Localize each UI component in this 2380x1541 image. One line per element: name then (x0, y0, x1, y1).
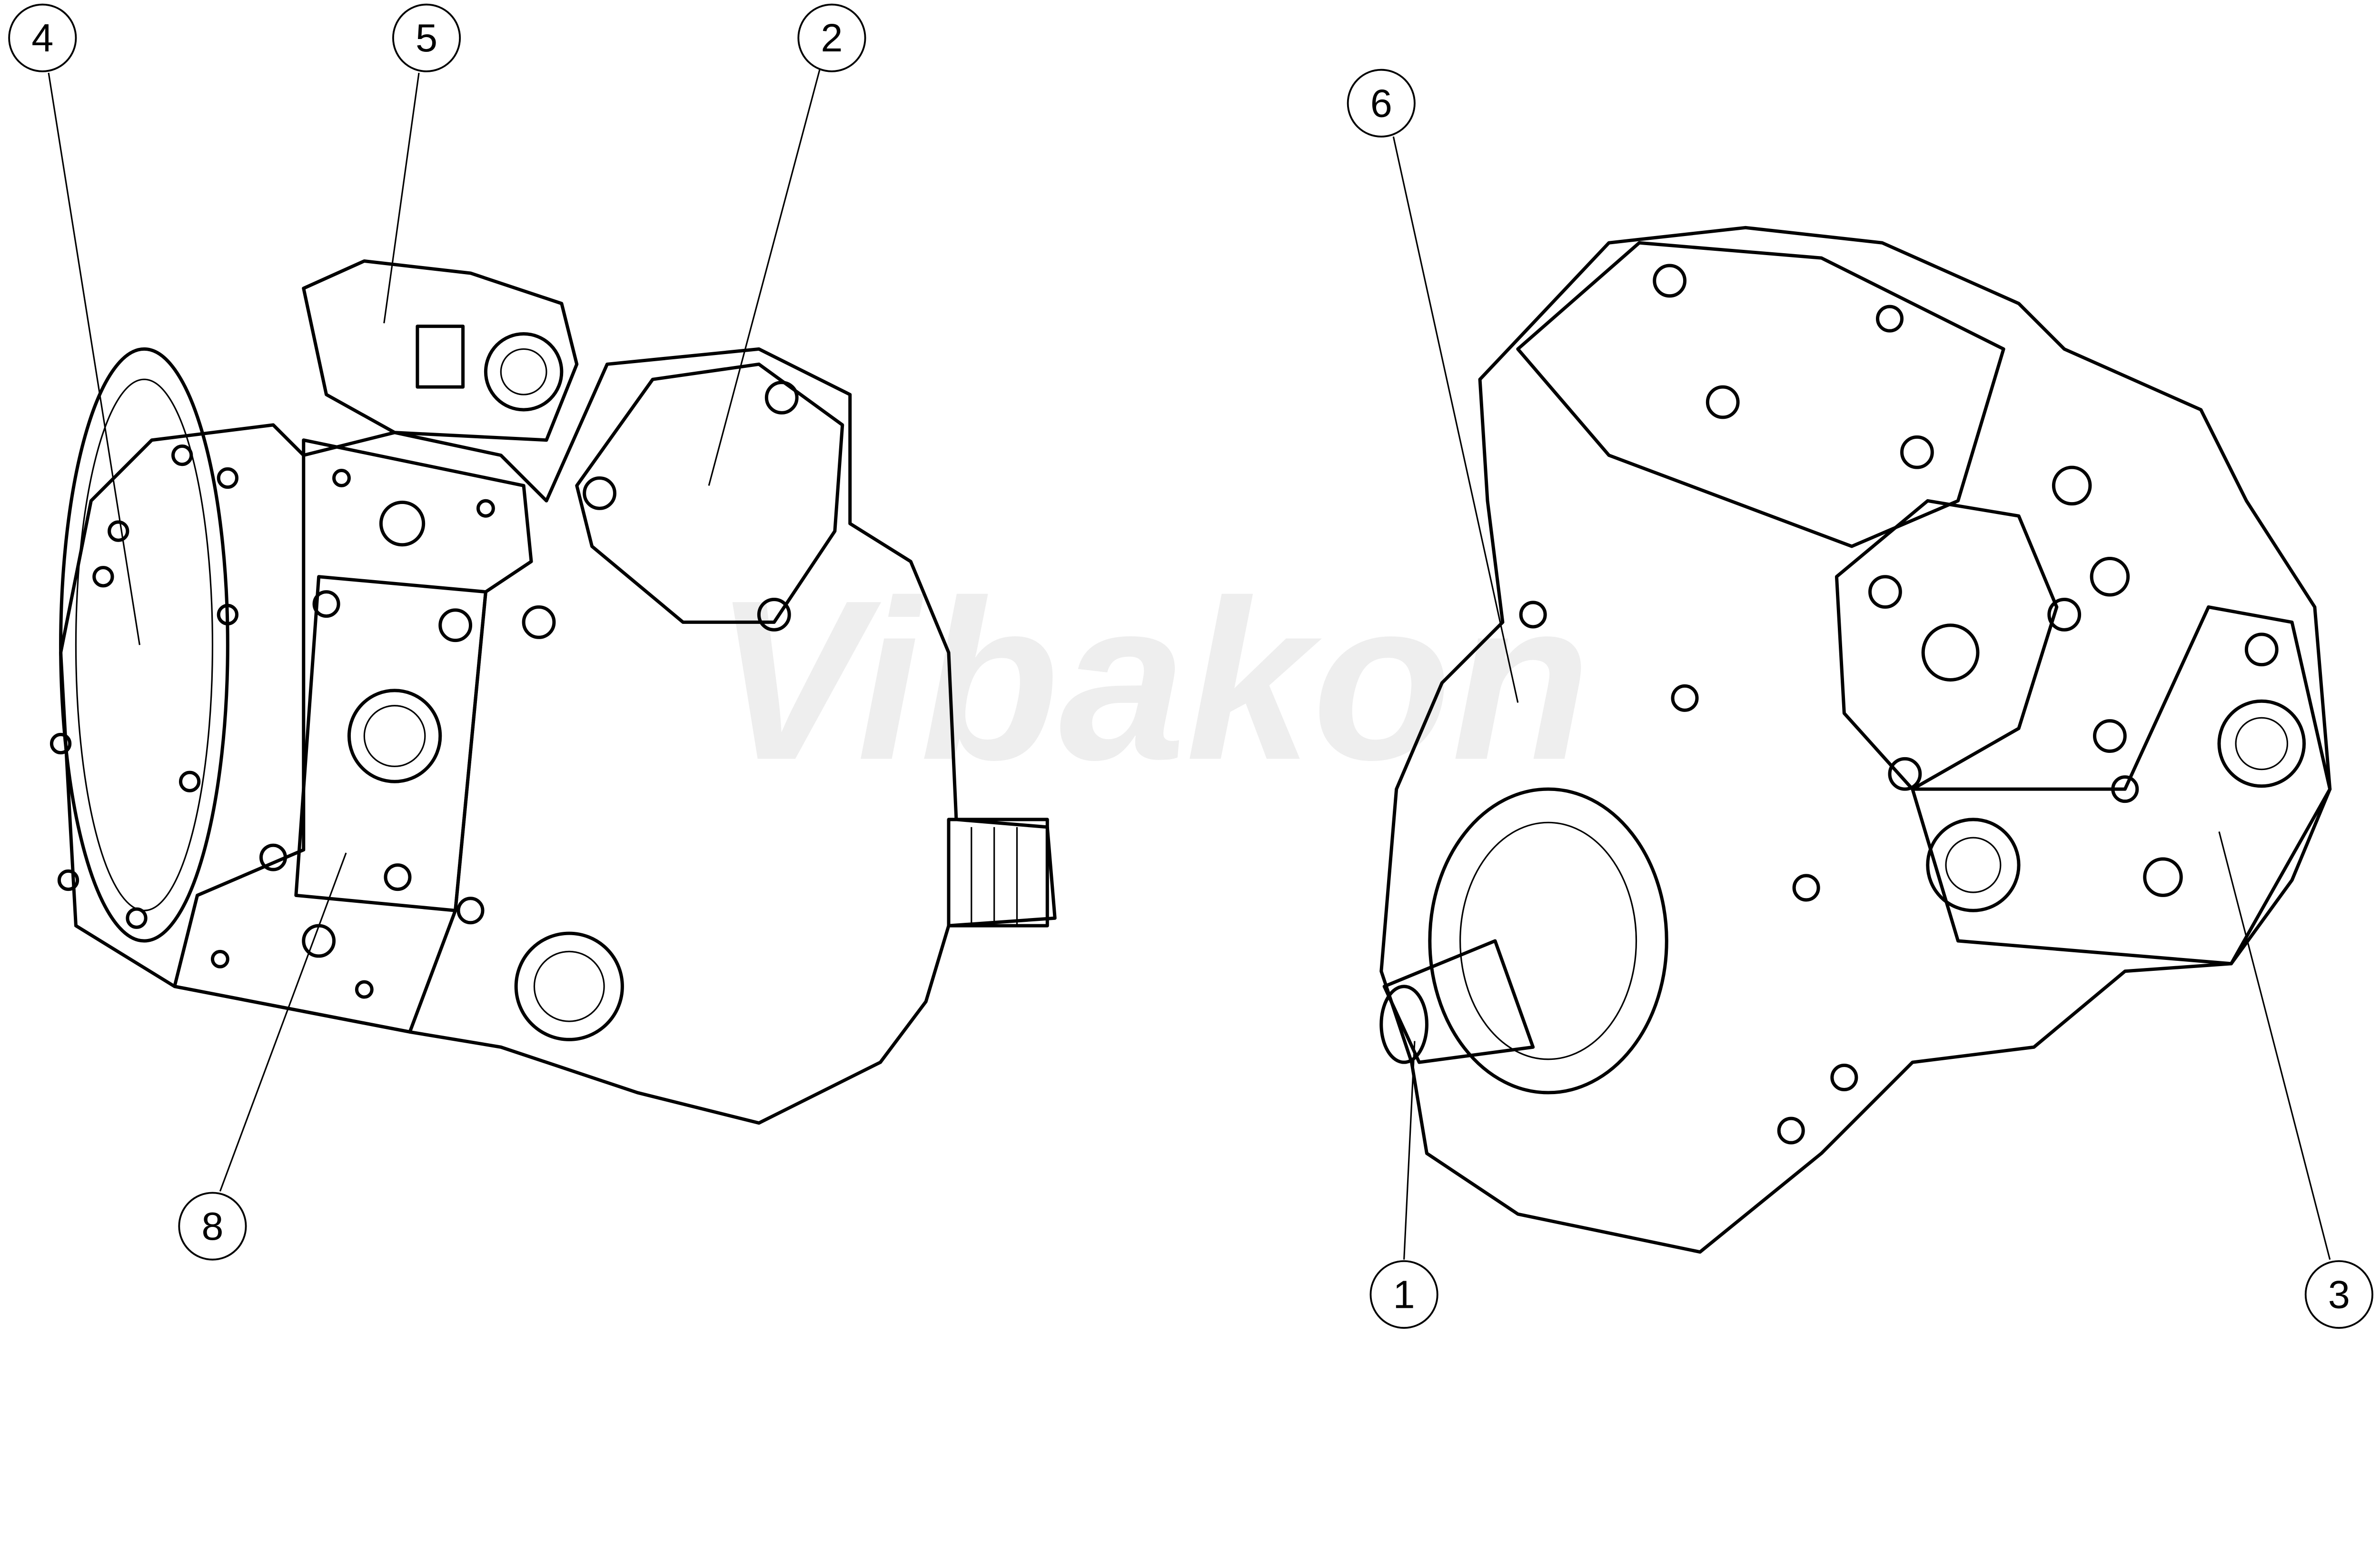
svg-text:2: 2 (821, 16, 843, 60)
callout-1: 1 (1369, 1260, 1438, 1329)
svg-text:6: 6 (1370, 81, 1392, 125)
callout-5: 5 (392, 3, 461, 72)
svg-text:8: 8 (201, 1204, 223, 1248)
leader-lines (48, 69, 2331, 1260)
callout-2: 2 (797, 3, 866, 72)
callout-3: 3 (2304, 1260, 2373, 1329)
callout-8: 8 (178, 1192, 247, 1261)
watermark: Vibakon (714, 553, 1591, 807)
callout-4: 4 (8, 3, 77, 72)
callout-6: 6 (1347, 69, 1416, 138)
svg-text:5: 5 (416, 16, 437, 60)
right-pump-view (1379, 226, 2332, 1254)
svg-text:3: 3 (2328, 1273, 2350, 1317)
left-pump-view (50, 259, 1057, 1125)
svg-text:1: 1 (1393, 1273, 1415, 1317)
pump-drawing: Vibakon (8, 3, 2373, 1329)
svg-text:4: 4 (31, 16, 53, 60)
